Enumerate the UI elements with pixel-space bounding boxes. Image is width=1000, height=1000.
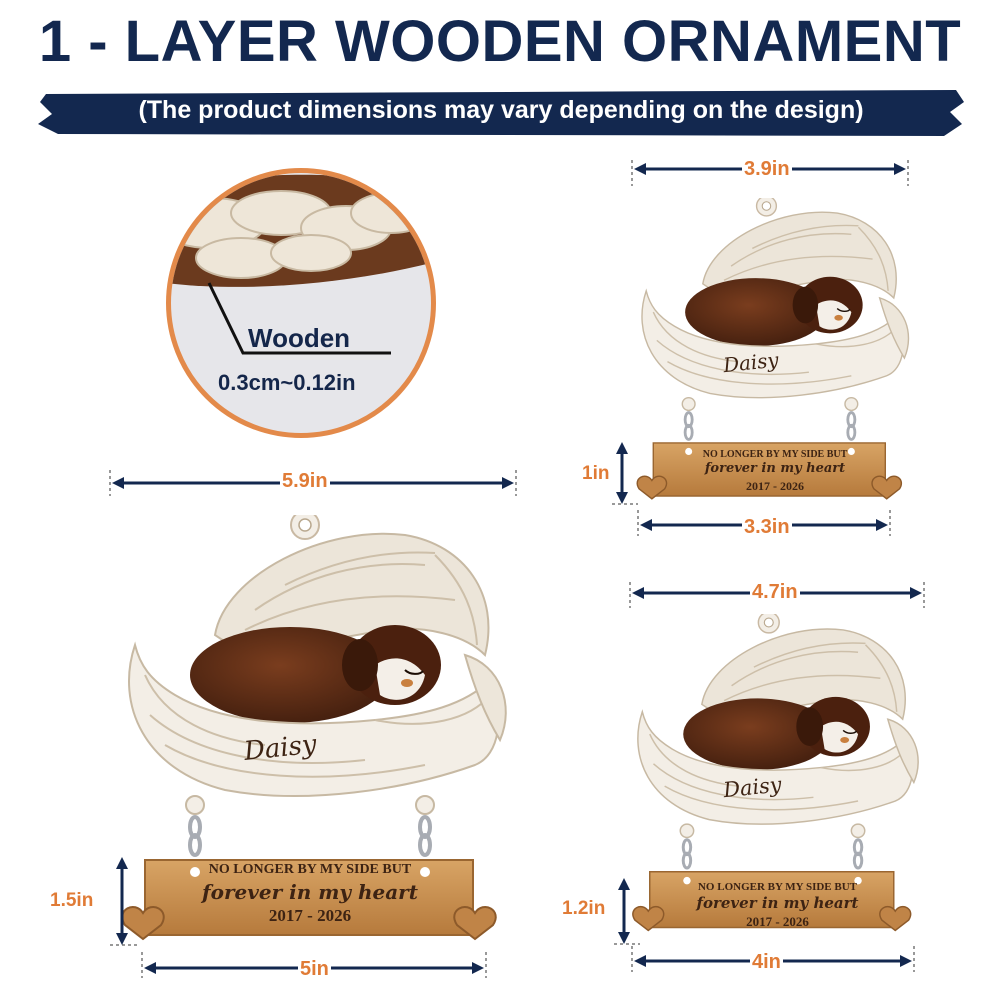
small-plaque-line2: forever in my heart <box>704 461 846 476</box>
medium-plaque-line2: forever in my heart <box>696 894 859 912</box>
material-closeup <box>166 168 436 438</box>
large-plaque-width-label: 5in <box>298 958 331 981</box>
large-plaque-height-dimension <box>110 857 140 946</box>
small-plaque-width-label: 3.3in <box>742 516 792 539</box>
medium-plaque-height-label: 1.2in <box>562 898 606 919</box>
medium-plaque-line1: NO LONGER BY MY SIDE BUT <box>697 881 857 893</box>
large-plaque-line2: forever in my heart <box>202 880 418 904</box>
subtitle-banner <box>38 90 964 136</box>
medium-plaque-width-label: 4in <box>750 951 783 974</box>
large-plaque-height-label: 1.5in <box>50 890 94 911</box>
small-plaque-height-label: 1in <box>582 463 610 484</box>
subtitle: (The product dimensions may vary dependi… <box>138 96 864 124</box>
medium-plaque-years: 2017 - 2026 <box>746 914 809 929</box>
large-plaque-years: 2017 - 2026 <box>268 906 352 925</box>
material-thickness: 0.3cm~0.12in <box>218 370 356 395</box>
small-width-label: 3.9in <box>742 158 792 181</box>
large-width-label: 5.9in <box>280 470 330 493</box>
medium-width-label: 4.7in <box>750 581 800 604</box>
small-plaque-years: 2017 - 2026 <box>746 479 804 493</box>
small-plaque-line1: NO LONGER BY MY SIDE BUT <box>702 449 848 460</box>
small-ornament: Daisy <box>635 198 910 501</box>
material-label: Wooden <box>248 323 351 353</box>
page-title: 1 - LAYER WOODEN ORNAMENT <box>38 9 962 74</box>
large-plaque-line1: NO LONGER BY MY SIDE BUT <box>208 862 412 877</box>
medium-plaque-height-dimension <box>614 878 640 945</box>
small-plaque-height-dimension <box>612 442 638 505</box>
large-ornament: Daisy <box>120 515 508 941</box>
medium-ornament: Daisy <box>631 614 920 932</box>
